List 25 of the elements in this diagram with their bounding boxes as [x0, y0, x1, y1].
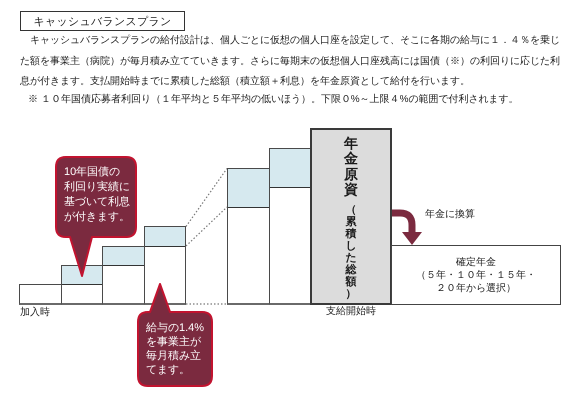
stacked-bar: [102, 246, 145, 305]
pension-fund-bar: [310, 128, 392, 305]
stacked-bar: [61, 265, 103, 305]
footnote: ※ １０年国債応募者利回り（１年平均と５年平均の低いほう）。下限０%～上限４%の範囲で付利されます。: [28, 94, 519, 106]
stacked-bar: [144, 226, 186, 305]
stacked-bar: [269, 148, 311, 305]
section-title: キャッシュバランスプラン: [20, 11, 185, 31]
annuity-panel: [391, 245, 561, 305]
dotted-line: [186, 168, 228, 227]
timeline-label: 支給開始時: [326, 306, 376, 318]
dotted-line: [186, 206, 228, 246]
edge-label: 年金に換算: [424, 209, 476, 221]
stacked-bar: [19, 284, 62, 305]
vertical-subheading: （累積した総額）: [346, 204, 356, 300]
dotted-line: [186, 303, 227, 305]
callout-text: 10年国債の利回り実績に基づいて利息が付きます。: [64, 165, 130, 225]
annuity-note: （５年・１０年・１５年・２０年から選択）: [415, 268, 537, 294]
speech-bubble: [137, 283, 213, 387]
annuity-heading: 確定年金: [456, 256, 496, 268]
vertical-heading: 年金原資: [344, 136, 358, 198]
curved-arrow: [392, 210, 422, 245]
callout-text: 給与の1.4%を事業主が毎月積み立てます。: [146, 321, 206, 377]
timeline-label: 加入時: [20, 307, 50, 319]
stacked-bar: [227, 168, 270, 305]
description-paragraph: キャッシュバランスプランの給付設計は、個人ごとに仮想の個人口座を設定して、そこに各期の給与に１．４％を乗じた額を事業主（病院）が毎月積み立てていきます。さらに毎期末の仮想個人口座残高には国債（※）の利回りに応じた利息が付きます。支払開始時までに累積した総額（積立額＋利息）を年金原資として給付を行います。: [20, 34, 561, 89]
